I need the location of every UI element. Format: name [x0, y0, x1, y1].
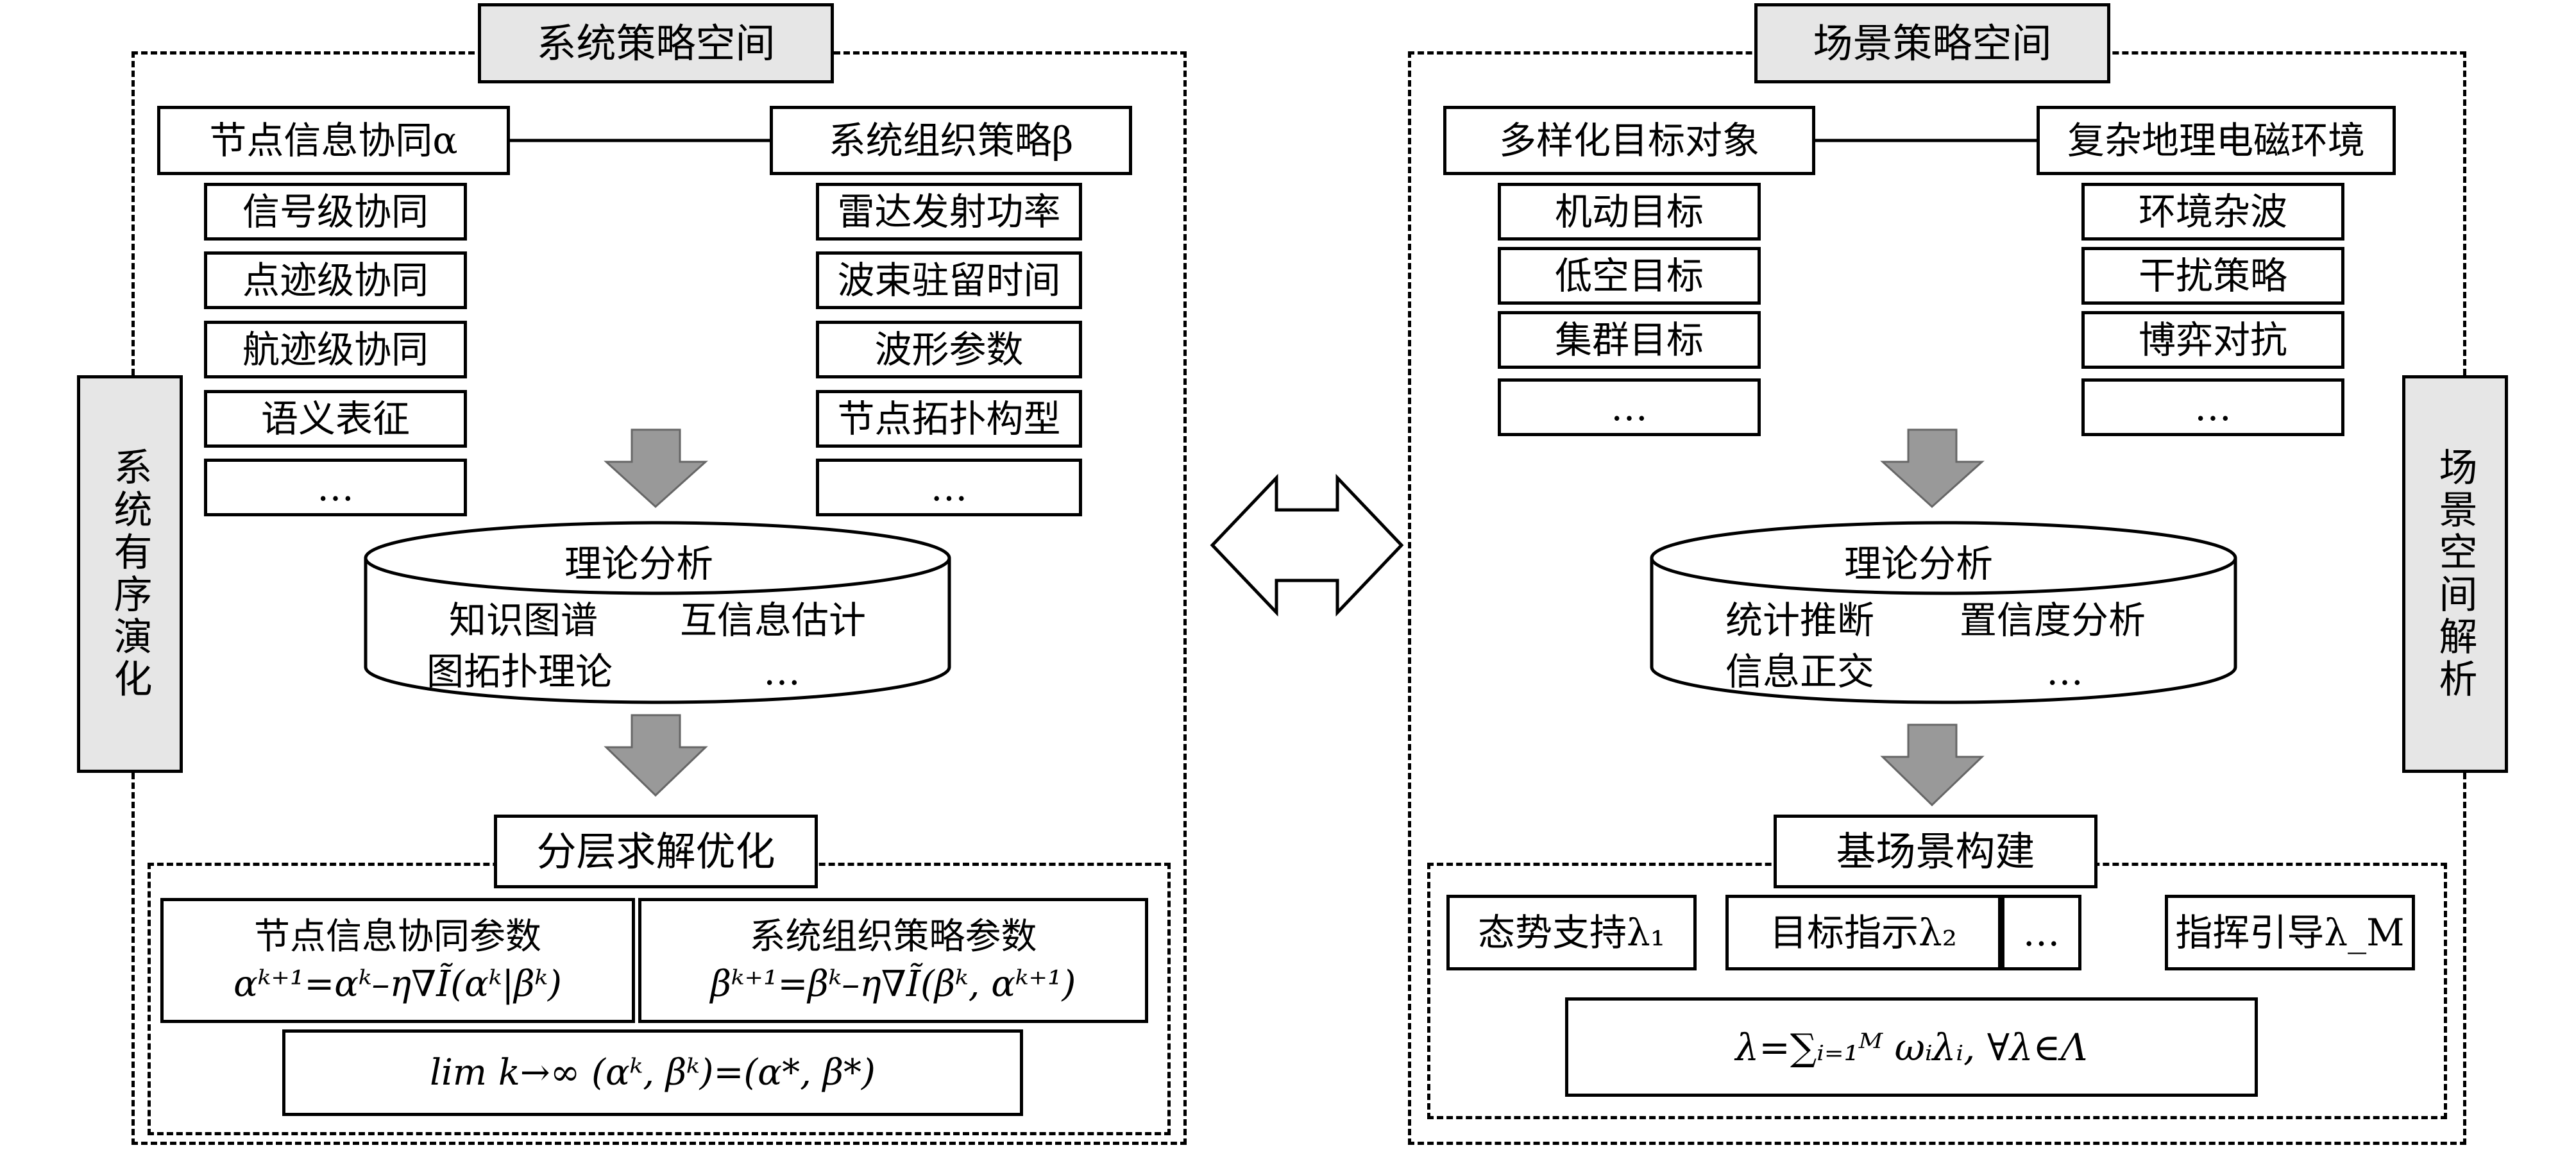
left-analysis-item: …: [763, 650, 801, 693]
param2-title: 系统组织策略参数: [749, 915, 1037, 958]
optimize-box: 分层求解优化: [494, 815, 818, 888]
left-analysis-item: 互信息估计: [680, 598, 867, 642]
sys-item: 雷达发射功率: [816, 183, 1082, 241]
left-panel-title: 系统策略空间: [478, 3, 834, 83]
left-side-label-text: 系统有序演化: [107, 447, 152, 701]
sys-item: …: [816, 459, 1082, 516]
right-analysis-cylinder: [1650, 521, 2237, 704]
node-info-label: 节点信息协同α: [209, 119, 458, 162]
node-item: …: [204, 459, 467, 516]
base-scene-m: 指挥引导λ_M: [2165, 895, 2415, 970]
node-item: 信号级协同: [204, 183, 467, 241]
sum-formula-box: λ=∑ᵢ₌₁ᴹ ωᵢλᵢ, ∀λ∈Λ: [1565, 997, 2258, 1097]
left-side-label: 系统有序演化: [77, 375, 183, 773]
right-side-label: 场景空间解析: [2402, 375, 2508, 773]
left-analysis-item: 知识图谱: [449, 598, 598, 642]
env-item: 干扰策略: [2081, 247, 2344, 305]
param1-title: 节点信息协同参数: [254, 915, 541, 958]
right-panel-title: 场景策略空间: [1754, 3, 2110, 83]
env-box: 复杂地理电磁环境: [2037, 106, 2396, 175]
right-analysis-item: …: [2046, 650, 2083, 693]
env-item: …: [2081, 378, 2344, 436]
down-arrow-left-1: [604, 428, 708, 509]
build-box: 基场景构建: [1774, 815, 2097, 888]
right-analysis-item: 信息正交: [1725, 650, 1875, 693]
sys-item: 波束驻留时间: [816, 251, 1082, 309]
right-analysis-title: 理论分析: [1844, 542, 1994, 586]
base-scene-2: 目标指示λ₂: [1725, 895, 2001, 970]
down-arrow-right-1: [1880, 428, 1985, 509]
down-arrow-right-2: [1880, 723, 1985, 807]
env-item: 环境杂波: [2081, 183, 2344, 241]
node-item: 点迹级协同: [204, 251, 467, 309]
node-info-box: 节点信息协同α: [157, 106, 510, 175]
node-item: 语义表征: [204, 390, 467, 448]
sys-item: 波形参数: [816, 321, 1082, 378]
left-analysis-item: 图拓扑理论: [427, 650, 613, 693]
target-item: …: [1498, 378, 1761, 436]
target-item: 机动目标: [1498, 183, 1761, 241]
target-item: 低空目标: [1498, 247, 1761, 305]
sys-org-label: 系统组织策略β: [828, 119, 1074, 162]
targets-box: 多样化目标对象: [1443, 106, 1815, 175]
right-side-label-text: 场景空间解析: [2432, 447, 2477, 701]
left-analysis-cylinder: [364, 521, 951, 704]
right-analysis-item: 置信度分析: [1960, 598, 2146, 642]
target-item: 集群目标: [1498, 311, 1761, 369]
limit-box: lim k→∞ (αᵏ, βᵏ)=(α*, β*): [282, 1029, 1023, 1116]
env-item: 博弈对抗: [2081, 311, 2344, 369]
left-analysis-title: 理论分析: [564, 542, 714, 586]
right-analysis-item: 统计推断: [1725, 598, 1875, 642]
base-scene-1: 态势支持λ₁: [1446, 895, 1697, 970]
base-scene-ellipsis: …: [2001, 895, 2081, 970]
node-item: 航迹级协同: [204, 321, 467, 378]
sys-item: 节点拓扑构型: [816, 390, 1082, 448]
sys-org-box: 系统组织策略β: [770, 106, 1132, 175]
down-arrow-left-2: [604, 714, 708, 797]
param1-formula: αᵏ⁺¹=αᵏ–η∇Ĩ(αᵏ|βᵏ): [233, 963, 562, 1005]
param1-box: 节点信息协同参数 αᵏ⁺¹=αᵏ–η∇Ĩ(αᵏ|βᵏ): [160, 898, 635, 1023]
param2-formula: βᵏ⁺¹=βᵏ–η∇Ĩ(βᵏ, αᵏ⁺¹): [710, 963, 1076, 1005]
param2-box: 系统组织策略参数 βᵏ⁺¹=βᵏ–η∇Ĩ(βᵏ, αᵏ⁺¹): [638, 898, 1148, 1023]
double-arrow: [1210, 473, 1404, 617]
